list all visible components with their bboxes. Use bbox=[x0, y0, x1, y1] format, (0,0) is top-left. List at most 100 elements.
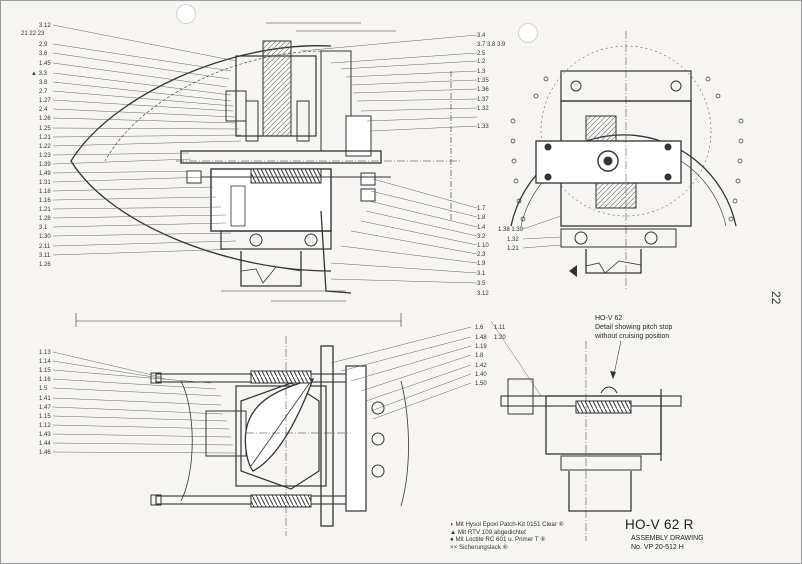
part-label: 1.49 bbox=[39, 171, 51, 177]
part-label: 1.8 bbox=[477, 215, 486, 221]
part-label: 1.16 bbox=[39, 198, 51, 204]
part-label: 1.5 bbox=[39, 386, 48, 392]
part-label: 1.46 bbox=[39, 450, 51, 456]
part-label: 1.28 bbox=[39, 216, 51, 222]
labels-top-left: 21 22 23 3.12 2.9 3.6 1.45 ▲ 3.3 3.8 2.7… bbox=[21, 23, 51, 268]
part-label: 1.11 bbox=[494, 325, 506, 331]
part-label: 2.5 bbox=[477, 51, 486, 57]
part-label: 1.2 bbox=[477, 59, 486, 65]
part-label: 1.6 bbox=[475, 325, 484, 331]
part-label: 2.7 bbox=[39, 89, 48, 95]
part-label: 1.30 bbox=[39, 234, 51, 240]
part-label: 1.19 bbox=[475, 344, 487, 350]
detail-caption: HO-V 62 Detail showing pitch stop withou… bbox=[595, 314, 672, 341]
detail-caption-line: HO-V 62 bbox=[595, 315, 623, 322]
note-text: Mit RTV 109 abgedichtet bbox=[457, 528, 526, 536]
part-label: 1.15 bbox=[39, 414, 51, 420]
part-label: 1.32 bbox=[477, 106, 489, 112]
part-label: 1.21 bbox=[39, 135, 51, 141]
note-row: ◗ Mit Hysol Epoxi Patch-Kit 0151 Clear ⑥ bbox=[450, 521, 564, 529]
note-row: ● Mit Loctite RC 601 u. Primer T ⑥ bbox=[450, 536, 564, 544]
part-label: 1.21 bbox=[39, 207, 51, 213]
label-top-mid-header: 3.7 3.8 3.9 bbox=[477, 42, 506, 48]
note-symbol: ● bbox=[450, 536, 454, 544]
note-text: Mit Hysol Epoxi Patch-Kit 0151 Clear bbox=[455, 521, 557, 528]
part-label: 1.8 bbox=[475, 353, 484, 359]
part-label: 1.26 bbox=[39, 116, 51, 122]
part-label: 1.16 bbox=[39, 377, 51, 383]
plan-view bbox=[52, 326, 472, 536]
part-label: 3.6 bbox=[39, 51, 48, 57]
drawing-subtitle-line: ASSEMBLY DRAWING bbox=[631, 535, 704, 542]
part-label: 1.7 bbox=[477, 206, 486, 212]
labels-bottom-left: 1.13 1.14 1.15 1.16 1.5 1.41 1.47 1.15 1… bbox=[39, 350, 51, 456]
note-symbol: ×× bbox=[450, 543, 458, 551]
part-label: 1.25 bbox=[39, 126, 51, 132]
labels-bottom-mid: 1.6 1.48 1.19 1.8 1.42 1.40 1.50 1.11 1.… bbox=[475, 325, 506, 387]
part-label: 1.9 bbox=[477, 261, 486, 267]
part-label: 1.23 bbox=[39, 153, 51, 159]
part-label: 1.37 bbox=[477, 97, 489, 103]
section-view bbox=[52, 22, 478, 327]
part-label: 1.43 bbox=[39, 432, 51, 438]
part-label: 3.12 bbox=[39, 23, 51, 29]
part-label: 1.38 1.39 bbox=[498, 227, 524, 233]
part-label: 3.1 bbox=[39, 225, 48, 231]
part-label: 3.8 bbox=[39, 80, 48, 86]
note-mark: ⑥ bbox=[558, 521, 565, 528]
label-top-left-header: 21 22 23 bbox=[21, 31, 45, 37]
drawing-subtitle: ASSEMBLY DRAWING No. VP 20-512 H bbox=[631, 535, 704, 552]
part-label: 1.48 bbox=[475, 335, 487, 341]
part-label: 1.20 bbox=[494, 335, 506, 341]
part-label: 1.3 bbox=[477, 69, 486, 75]
part-label: 1.44 bbox=[39, 441, 51, 447]
part-label: 3.11 bbox=[39, 253, 51, 259]
part-label: 2.11 bbox=[39, 244, 51, 250]
note-symbol: ◗ bbox=[450, 521, 454, 528]
punch-hole-right bbox=[518, 23, 538, 43]
part-label: 3.12 bbox=[477, 291, 489, 297]
note-row: ×× Sicherungslack ⑥ bbox=[450, 544, 564, 552]
part-label: 1.40 bbox=[475, 372, 487, 378]
part-label: 1.21 bbox=[507, 246, 519, 252]
part-label: 3.4 bbox=[477, 33, 486, 39]
part-label: 3.1 bbox=[477, 271, 486, 277]
part-label: 1.35 bbox=[477, 78, 489, 84]
part-label: 1.32 bbox=[507, 237, 519, 243]
page-number: 22 bbox=[769, 291, 783, 305]
detail-caption-line: without cruising position bbox=[595, 333, 670, 340]
part-label: 1.50 bbox=[475, 381, 487, 387]
part-label: 2.9 bbox=[39, 42, 48, 48]
detail-view bbox=[490, 320, 682, 541]
part-label: 1.27 bbox=[39, 98, 51, 104]
part-label: 3.5 bbox=[477, 281, 486, 287]
part-label: 1.31 bbox=[39, 180, 51, 186]
note-mark: ⑥ bbox=[540, 536, 546, 544]
front-view bbox=[510, 31, 744, 291]
part-label: 1.4 bbox=[477, 225, 486, 231]
punch-hole-left bbox=[176, 4, 196, 24]
part-label: 3.2 bbox=[477, 234, 486, 240]
note-row: ▲ Mit RTV 109 abgedichtet bbox=[450, 529, 564, 537]
part-label: 2.4 bbox=[39, 107, 48, 113]
note-mark: ⑥ bbox=[502, 543, 509, 551]
part-label: 1.12 bbox=[39, 423, 51, 429]
part-label: 1.41 bbox=[39, 396, 51, 402]
part-label: 1.22 bbox=[39, 144, 51, 150]
part-label: 1.36 bbox=[477, 87, 489, 93]
part-label: 1.14 bbox=[39, 359, 51, 365]
labels-top-right: 1.38 1.39 1.32 1.21 bbox=[498, 227, 524, 252]
part-label: 1.42 bbox=[475, 363, 487, 369]
part-label: 1.18 bbox=[39, 189, 51, 195]
note-symbol: ▲ bbox=[450, 528, 457, 536]
part-label: 2.3 bbox=[477, 252, 486, 258]
part-label: 1.39 bbox=[39, 162, 51, 168]
part-label: 1.33 bbox=[477, 124, 489, 130]
notes-legend: ◗ Mit Hysol Epoxi Patch-Kit 0151 Clear ⑥… bbox=[450, 521, 564, 551]
drawing-number: No. VP 20-512 H bbox=[631, 543, 684, 551]
note-text: Mit Loctite RC 601 u. Primer T bbox=[455, 536, 539, 544]
part-label: ▲ 3.3 bbox=[31, 71, 48, 77]
